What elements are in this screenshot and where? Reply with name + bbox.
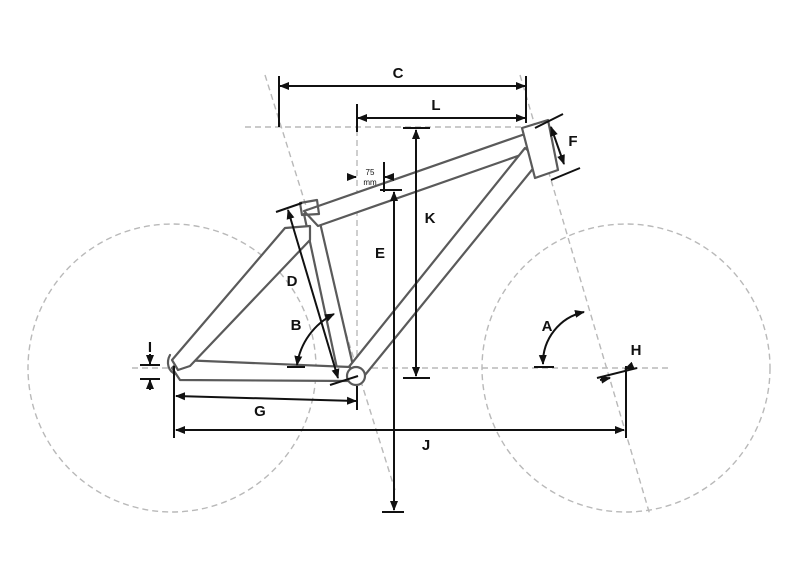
dimension-a-arc — [538, 309, 585, 365]
dimension-g-line — [175, 392, 357, 405]
dimension-h-arrow-left — [599, 375, 611, 384]
dimension-a-label: A — [542, 318, 553, 335]
dimension-l-label: L — [431, 97, 440, 114]
dimension-f-label: F — [568, 133, 577, 150]
dimension-h-label: H — [631, 342, 642, 359]
dimension-d-tick-top — [275, 202, 303, 213]
offset-value: 75 — [366, 168, 375, 177]
dimension-f-tick-top — [534, 113, 564, 129]
dimension-b-label: B — [291, 317, 302, 334]
bike-frame — [166, 118, 560, 387]
dimension-b-arc — [294, 313, 335, 366]
dimension-e-label: E — [375, 245, 385, 262]
seat-tube-axis — [264, 74, 396, 491]
dimension-j-label: J — [422, 437, 430, 454]
head-tube — [520, 118, 560, 180]
dimension-h-tick — [596, 367, 638, 379]
dimension-d-label: D — [287, 273, 298, 290]
seat-stay — [170, 224, 312, 372]
chain-stay — [170, 358, 354, 383]
dimension-c-label: C — [393, 65, 404, 82]
dimension-f-line — [550, 126, 565, 165]
dimension-i-label: I — [148, 339, 152, 356]
offset-unit: mm — [363, 178, 377, 187]
dimension-g-label: G — [254, 403, 266, 420]
steering-axis — [519, 74, 651, 516]
dimension-d-tick-bottom — [329, 375, 359, 386]
dimension-k-label: K — [425, 210, 436, 227]
dimension-f-tick-bottom — [550, 167, 581, 181]
